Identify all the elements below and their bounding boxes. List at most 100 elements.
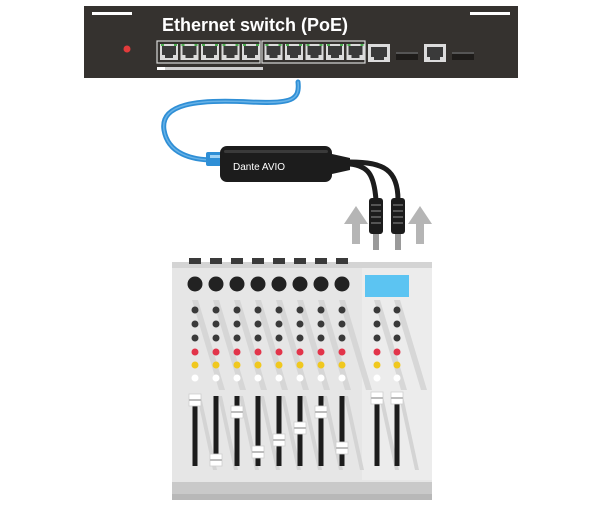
eq-knob[interactable] bbox=[254, 334, 262, 342]
knob-cap[interactable] bbox=[189, 258, 201, 264]
send-knob[interactable] bbox=[275, 348, 283, 356]
eq-knob[interactable] bbox=[275, 334, 283, 342]
fader-track bbox=[276, 396, 282, 466]
eq-knob[interactable] bbox=[393, 334, 401, 342]
send-knob[interactable] bbox=[393, 348, 401, 356]
eq-knob[interactable] bbox=[317, 320, 325, 328]
fader-track bbox=[318, 396, 324, 466]
gain-knob[interactable] bbox=[229, 276, 245, 292]
channel-strip bbox=[271, 258, 309, 470]
eq-knob[interactable] bbox=[254, 306, 262, 314]
xlr-connector-right bbox=[391, 198, 405, 250]
eq-knob[interactable] bbox=[317, 306, 325, 314]
mute-button[interactable] bbox=[212, 374, 220, 382]
gain-knob[interactable] bbox=[271, 276, 287, 292]
fader-track bbox=[374, 396, 380, 466]
eq-knob[interactable] bbox=[212, 320, 220, 328]
pan-knob[interactable] bbox=[296, 361, 304, 369]
poe-port bbox=[346, 44, 365, 60]
eq-knob[interactable] bbox=[338, 334, 346, 342]
knob-cap[interactable] bbox=[315, 258, 327, 264]
mixer-top-edge bbox=[172, 262, 432, 268]
eq-knob[interactable] bbox=[373, 320, 381, 328]
signal-arrows bbox=[344, 206, 432, 244]
eq-knob[interactable] bbox=[338, 306, 346, 314]
gain-knob[interactable] bbox=[334, 276, 350, 292]
mute-button[interactable] bbox=[191, 374, 199, 382]
eq-knob[interactable] bbox=[296, 320, 304, 328]
switch-title: Ethernet switch (PoE) bbox=[162, 15, 348, 35]
eq-knob[interactable] bbox=[393, 320, 401, 328]
send-knob[interactable] bbox=[338, 348, 346, 356]
knob-cap[interactable] bbox=[294, 258, 306, 264]
mute-button[interactable] bbox=[233, 374, 241, 382]
eq-knob[interactable] bbox=[233, 306, 241, 314]
send-knob[interactable] bbox=[233, 348, 241, 356]
eq-knob[interactable] bbox=[191, 306, 199, 314]
send-knob[interactable] bbox=[317, 348, 325, 356]
mute-button[interactable] bbox=[254, 374, 262, 382]
mute-button[interactable] bbox=[393, 374, 401, 382]
eq-knob[interactable] bbox=[191, 320, 199, 328]
gain-knob[interactable] bbox=[292, 276, 308, 292]
pan-knob[interactable] bbox=[275, 361, 283, 369]
eq-knob[interactable] bbox=[233, 320, 241, 328]
channel-strip bbox=[334, 258, 372, 470]
gain-knob[interactable] bbox=[313, 276, 329, 292]
mute-button[interactable] bbox=[373, 374, 381, 382]
eq-knob[interactable] bbox=[393, 306, 401, 314]
send-knob[interactable] bbox=[254, 348, 262, 356]
pan-knob[interactable] bbox=[233, 361, 241, 369]
eq-knob[interactable] bbox=[338, 320, 346, 328]
eq-knob[interactable] bbox=[296, 306, 304, 314]
gain-knob[interactable] bbox=[208, 276, 224, 292]
eq-knob[interactable] bbox=[191, 334, 199, 342]
adapter-body bbox=[220, 146, 332, 182]
pan-knob[interactable] bbox=[393, 361, 401, 369]
pan-knob[interactable] bbox=[338, 361, 346, 369]
pan-knob[interactable] bbox=[212, 361, 220, 369]
up-arrow-icon bbox=[408, 206, 432, 244]
poe-port bbox=[180, 44, 199, 60]
eq-knob[interactable] bbox=[317, 334, 325, 342]
pan-knob[interactable] bbox=[191, 361, 199, 369]
eq-knob[interactable] bbox=[233, 334, 241, 342]
send-knob[interactable] bbox=[296, 348, 304, 356]
send-knob[interactable] bbox=[212, 348, 220, 356]
pan-knob[interactable] bbox=[254, 361, 262, 369]
poe-port bbox=[285, 44, 303, 60]
sfp-port bbox=[368, 44, 418, 62]
gain-knob[interactable] bbox=[187, 276, 203, 292]
xlr-cable-left bbox=[347, 161, 379, 203]
gain-knob[interactable] bbox=[250, 276, 266, 292]
mute-button[interactable] bbox=[275, 374, 283, 382]
eq-knob[interactable] bbox=[212, 306, 220, 314]
xlr-connector-left bbox=[369, 198, 383, 250]
pan-knob[interactable] bbox=[373, 361, 381, 369]
ethernet-cable bbox=[161, 79, 301, 166]
knob-cap[interactable] bbox=[210, 258, 222, 264]
send-knob[interactable] bbox=[191, 348, 199, 356]
eq-knob[interactable] bbox=[373, 334, 381, 342]
eq-knob[interactable] bbox=[275, 320, 283, 328]
pan-knob[interactable] bbox=[317, 361, 325, 369]
adapter-label: Dante AVIO bbox=[233, 162, 285, 173]
eq-knob[interactable] bbox=[275, 306, 283, 314]
knob-cap[interactable] bbox=[336, 258, 348, 264]
audio-mixer bbox=[172, 258, 432, 500]
mixer-base-shadow bbox=[172, 494, 432, 500]
poe-port bbox=[326, 44, 344, 60]
mute-button[interactable] bbox=[296, 374, 304, 382]
mute-button[interactable] bbox=[317, 374, 325, 382]
knob-cap[interactable] bbox=[273, 258, 285, 264]
poe-ports bbox=[160, 44, 365, 60]
poe-port bbox=[305, 44, 324, 60]
knob-cap[interactable] bbox=[231, 258, 243, 264]
eq-knob[interactable] bbox=[296, 334, 304, 342]
send-knob[interactable] bbox=[373, 348, 381, 356]
eq-knob[interactable] bbox=[254, 320, 262, 328]
eq-knob[interactable] bbox=[212, 334, 220, 342]
eq-knob[interactable] bbox=[373, 306, 381, 314]
mute-button[interactable] bbox=[338, 374, 346, 382]
knob-cap[interactable] bbox=[252, 258, 264, 264]
